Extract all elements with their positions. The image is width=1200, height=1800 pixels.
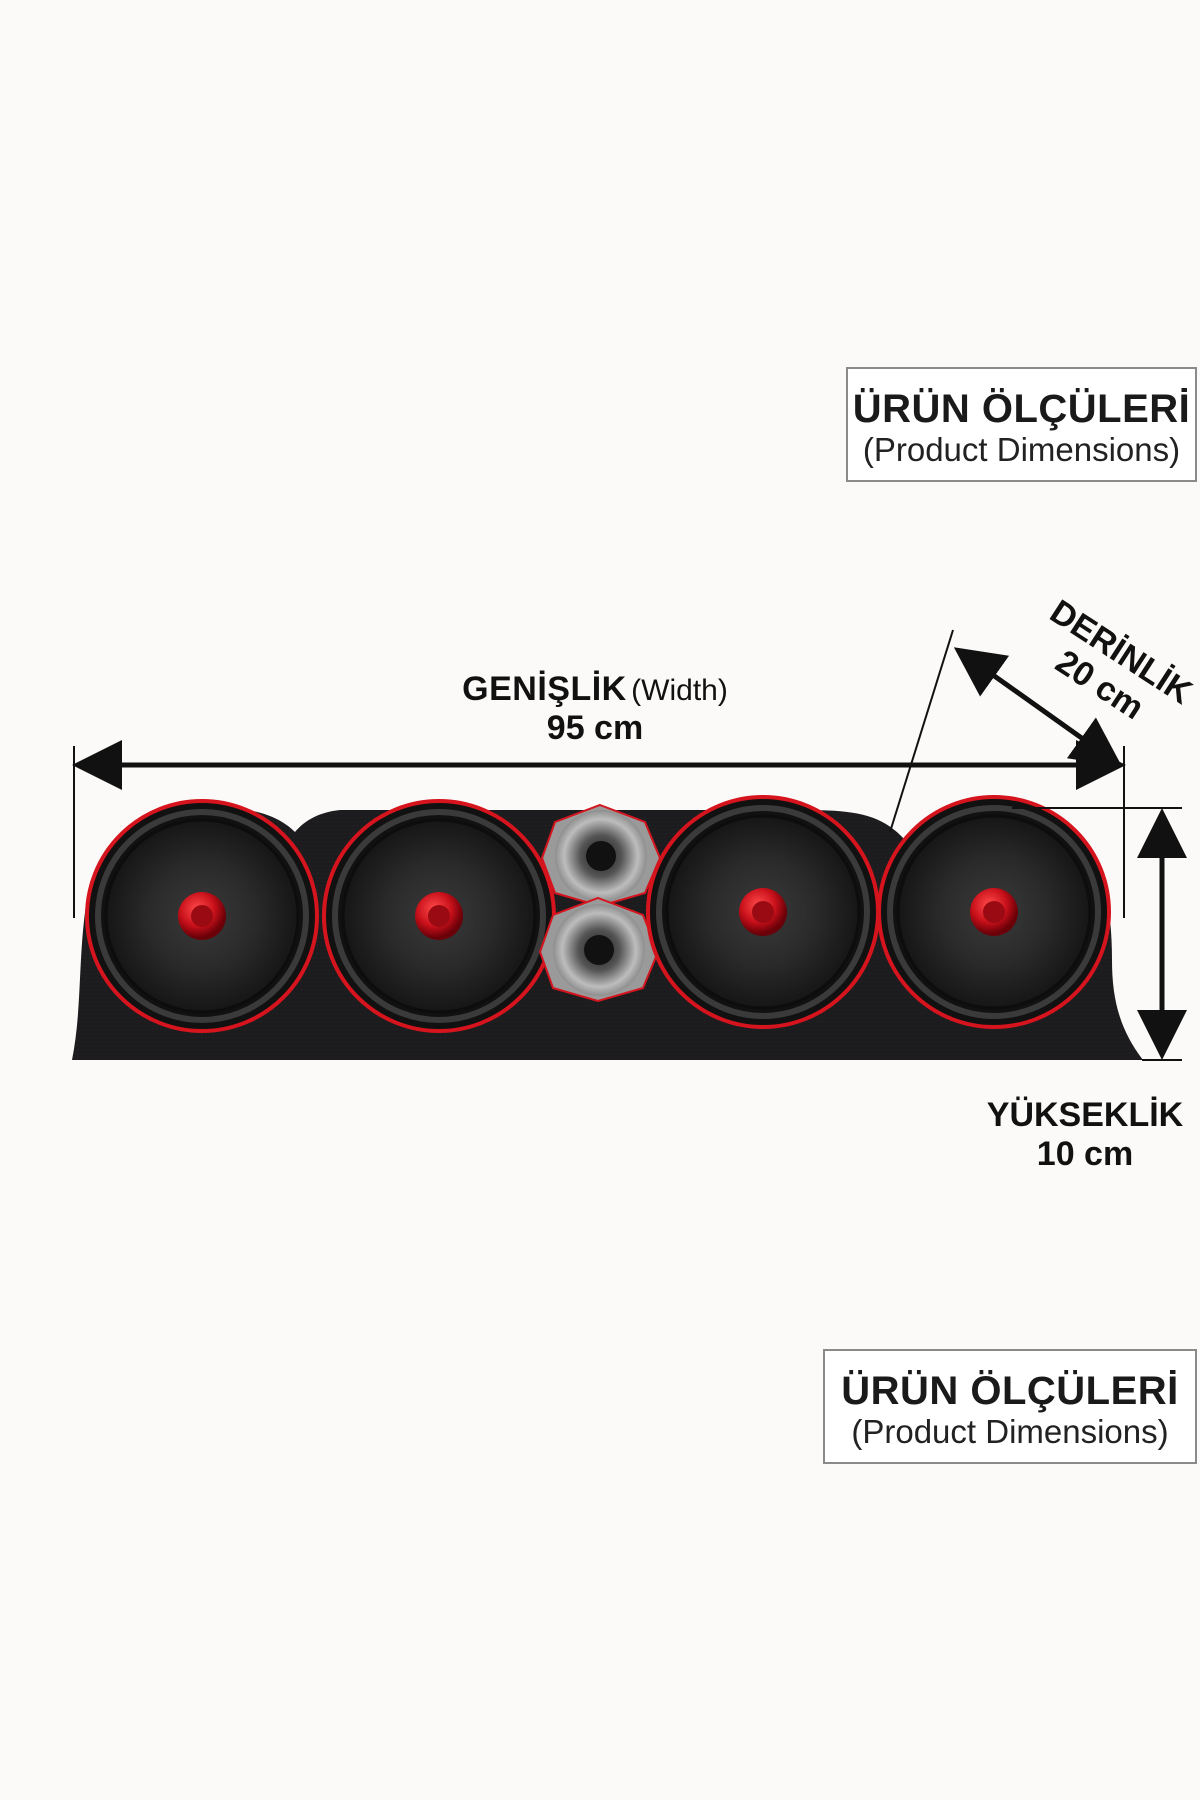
dimensions-subtitle-bottom: (Product Dimensions) <box>851 1413 1169 1450</box>
tweeter-1 <box>540 803 662 908</box>
width-name: GENİŞLİK <box>462 670 627 708</box>
woofer-3 <box>646 795 880 1029</box>
depth-dimension-arrow <box>889 629 1123 833</box>
height-name: YÜKSEKLİK <box>986 1096 1184 1134</box>
tweeter-2 <box>538 896 660 1003</box>
width-label: GENİŞLİK (Width) 95 cm <box>400 670 790 748</box>
woofer-1 <box>85 799 319 1033</box>
dimensions-subtitle: (Product Dimensions) <box>862 431 1181 468</box>
width-english: (Width) <box>631 674 728 707</box>
width-value: 95 cm <box>546 709 644 747</box>
woofer-2 <box>322 799 556 1033</box>
woofer-4 <box>877 795 1111 1029</box>
dimensions-title-bottom: ÜRÜN ÖLÇÜLERİ <box>841 1369 1179 1413</box>
dimensions-title-box-bottom: ÜRÜN ÖLÇÜLERİ (Product Dimensions) <box>823 1349 1197 1464</box>
height-value: 10 cm <box>1036 1135 1134 1173</box>
height-label: YÜKSEKLİK 10 cm <box>960 1096 1200 1174</box>
width-dimension-arrow <box>72 740 1126 918</box>
dimensions-title-box-top: ÜRÜN ÖLÇÜLERİ (Product Dimensions) <box>846 367 1197 482</box>
dimensions-title: ÜRÜN ÖLÇÜLERİ <box>852 387 1191 431</box>
height-dimension-arrow <box>1012 807 1187 1061</box>
